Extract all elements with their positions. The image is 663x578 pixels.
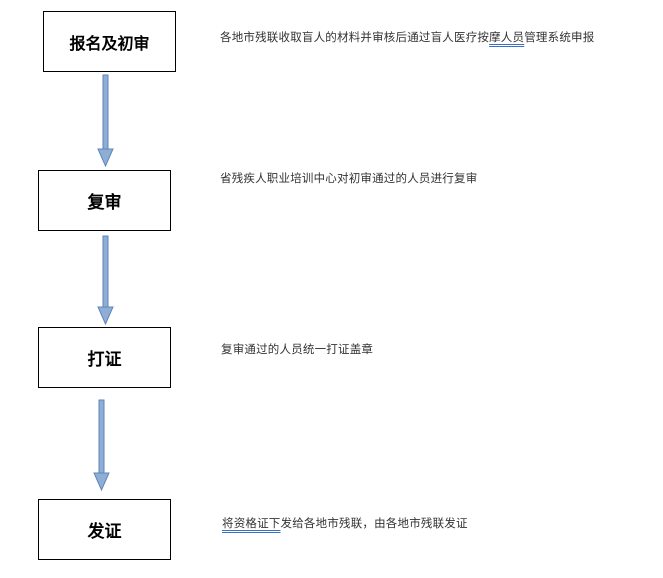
arrow-1-to-2 <box>97 74 114 168</box>
step-description-3: 复审通过的人员统一打证盖章 <box>221 341 373 357</box>
step-description-4-tail: 发给各地市残联，由各地市残联发证 <box>280 516 468 530</box>
step-label-1: 报名及初审 <box>69 33 150 53</box>
arrow-3-to-4 <box>93 399 110 492</box>
step-description-1-underlined: 摩人员 <box>489 30 525 44</box>
arrow-2-to-3 <box>97 235 114 326</box>
step-description-1: 各地市残联收取盲人的材料并审核后通过盲人医疗按摩人员管理系统申报 <box>220 29 594 45</box>
step-box-1: 报名及初审 <box>43 11 176 72</box>
step-description-3-text: 复审通过的人员统一打证盖章 <box>221 342 374 356</box>
step-box-3: 打证 <box>38 327 171 388</box>
step-label-2: 复审 <box>87 193 122 213</box>
step-description-1-text: 各地市残联收取盲人的材料并审核后通过盲人医疗按 <box>220 30 490 44</box>
step-label-4: 发证 <box>87 522 122 542</box>
step-description-1-tail: 管理系统申报 <box>524 30 595 44</box>
step-box-4: 发证 <box>38 499 171 560</box>
step-box-2: 复审 <box>38 170 171 231</box>
step-description-4-underlined: 将资格证下 <box>222 516 281 530</box>
step-label-3: 打证 <box>87 350 122 370</box>
step-description-4: 将资格证下发给各地市残联，由各地市残联发证 <box>222 515 468 531</box>
step-description-2: 省残疾人职业培训中心对初审通过的人员进行复审 <box>220 170 477 186</box>
step-description-2-text: 省残疾人职业培训中心对初审通过的人员进行复审 <box>220 171 478 185</box>
